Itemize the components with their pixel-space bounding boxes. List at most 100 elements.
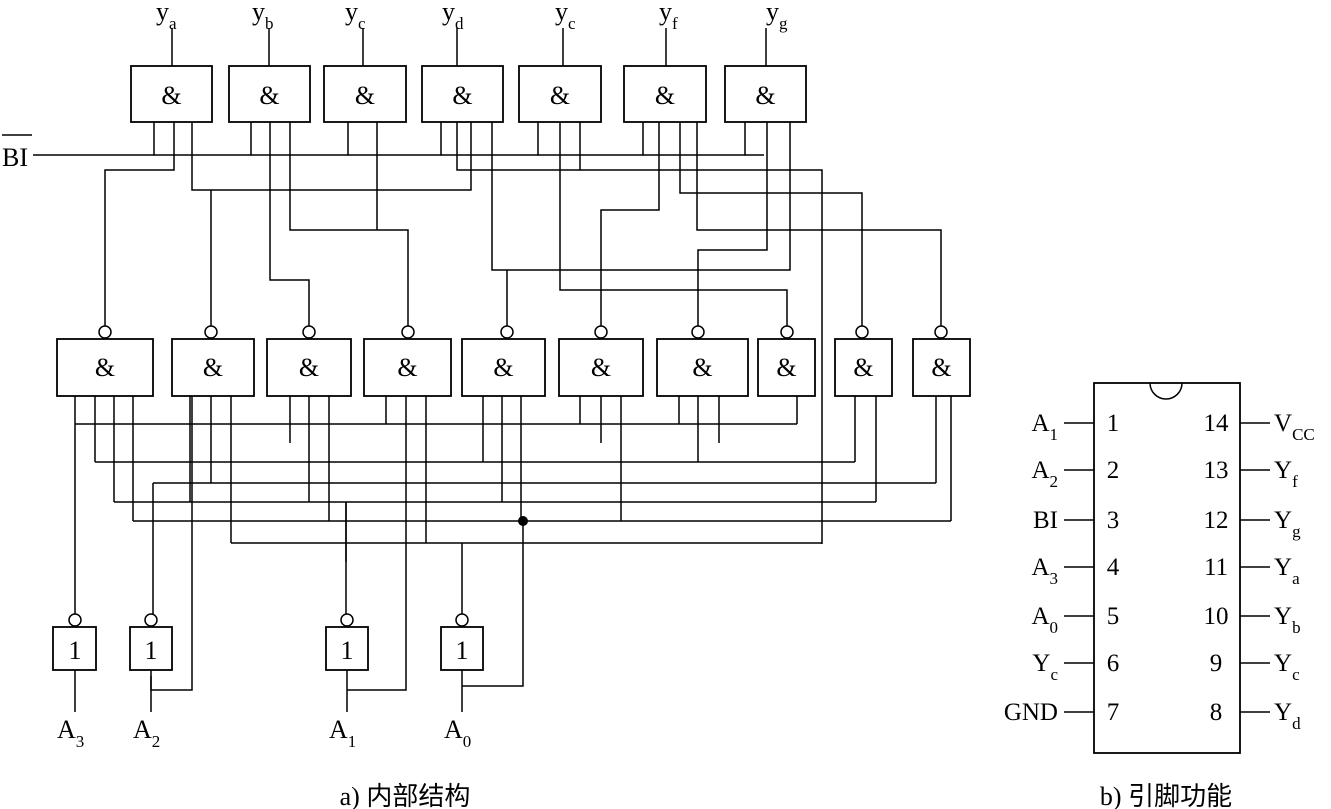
top-route-15 [697, 122, 768, 326]
output-and-gate-5 [518, 65, 602, 123]
output-label-yg: yg [766, 0, 788, 33]
and-symbol: & [397, 353, 417, 382]
output-label-yc: yc [345, 0, 366, 33]
inversion-bubble [500, 325, 514, 339]
top-route-11 [579, 122, 823, 544]
inversion-bubble [401, 325, 415, 339]
output-and-gate-7 [724, 65, 807, 123]
pin-number-8: 8 [1210, 699, 1223, 726]
input-label-A0: A0 [444, 715, 471, 751]
and-symbol: & [493, 353, 513, 382]
input-label-A2: A2 [133, 715, 160, 751]
inversion-bubble [204, 325, 218, 339]
pin-label-6: Yc [1032, 650, 1058, 684]
inverter-bubble-A3 [68, 613, 82, 627]
output-label-yd: yd [442, 0, 464, 33]
pin-number-12: 12 [1204, 507, 1229, 534]
inverter-symbol: 1 [69, 636, 82, 665]
a1-direct-feed [347, 483, 407, 691]
inversion-bubble [302, 325, 316, 339]
decoder-and-gate-4 [363, 338, 452, 397]
pin-label-13: Yf [1274, 457, 1298, 491]
and-symbol: & [355, 81, 375, 110]
and-symbol: & [655, 81, 675, 110]
output-and-gate-4 [421, 65, 504, 123]
output-label-yb: yb [252, 0, 274, 33]
top-route-1 [104, 122, 175, 326]
top-route-2 [191, 122, 472, 191]
output-label-yc: yc [555, 0, 576, 33]
and-symbol: & [203, 353, 223, 382]
inversion-bubble [934, 325, 948, 339]
inverter-bubble-A2 [144, 613, 158, 627]
inversion-bubble [691, 325, 705, 339]
pin-number-6: 6 [1107, 650, 1120, 677]
pin-label-7: GND [1004, 699, 1058, 726]
inverter-symbol: 1 [341, 636, 354, 665]
and-symbol: & [452, 81, 472, 110]
output-and-gate-6 [623, 65, 707, 123]
pin-number-11: 11 [1204, 554, 1228, 581]
and-symbol: & [755, 81, 775, 110]
inverter-symbol: 1 [145, 636, 158, 665]
pin-label-9: Yc [1274, 650, 1300, 684]
decoder-and-gate-2 [171, 338, 255, 397]
pin-number-5: 5 [1107, 603, 1120, 630]
pin-number-10: 10 [1204, 603, 1229, 630]
inverter-bubble-A0 [455, 613, 469, 627]
and-symbol: & [591, 353, 611, 382]
junction-dot [518, 516, 528, 526]
pin-number-13: 13 [1204, 457, 1229, 484]
input-label-A1: A1 [329, 715, 356, 751]
decoder-and-gate-5 [461, 338, 546, 397]
inversion-bubble [855, 325, 869, 339]
pin-label-2: A2 [1031, 457, 1058, 491]
ic-notch [1149, 382, 1183, 400]
top-route-12 [600, 122, 660, 326]
pin-label-14: VCC [1274, 410, 1315, 444]
inverter-A1 [325, 626, 369, 671]
pin-label-5: A0 [1031, 603, 1058, 637]
output-label-yf: yf [659, 0, 678, 33]
inverter-A2 [129, 626, 173, 671]
top-route-4 [269, 122, 310, 326]
output-and-gate-1 [130, 65, 213, 123]
inversion-bubble [780, 325, 794, 339]
output-and-gate-3 [323, 65, 407, 123]
inverter-bubble-A1 [340, 613, 354, 627]
inverter-A0 [440, 626, 484, 671]
inverter-symbol: 1 [456, 636, 469, 665]
decoder-and-gate-7 [656, 338, 749, 397]
decoder-and-gate-1 [56, 338, 154, 397]
top-route-10 [559, 122, 788, 326]
top-route-7 [456, 122, 580, 171]
caption-internal-structure: a) 内部结构 [340, 782, 471, 809]
inversion-bubble [594, 325, 608, 339]
and-symbol: & [259, 81, 279, 110]
and-symbol: & [550, 81, 570, 110]
output-and-gate-2 [228, 65, 311, 123]
caption-pin-function: b) 引脚功能 [1100, 782, 1232, 809]
top-route-5 [289, 122, 409, 326]
and-symbol: & [299, 353, 319, 382]
pin-number-4: 4 [1107, 554, 1120, 581]
pin-label-8: Yd [1274, 699, 1301, 733]
a2-direct-feed [150, 396, 193, 691]
top-route-13 [679, 122, 863, 326]
inversion-bubble [98, 325, 112, 339]
pin-label-1: A1 [1031, 410, 1058, 444]
and-symbol: & [161, 81, 181, 110]
and-symbol: & [776, 353, 796, 382]
pin-label-3: BI [1033, 507, 1058, 534]
ic-package [1093, 382, 1241, 754]
decoder-and-gate-8 [757, 338, 816, 397]
and-symbol: & [95, 353, 115, 382]
top-route-8 [491, 122, 791, 271]
decoder-and-gate-10 [912, 338, 971, 397]
decoder-and-gate-9 [834, 338, 893, 397]
wire-network [2, 28, 952, 712]
pin-label-12: Yg [1274, 507, 1301, 541]
decoder-and-gate-6 [558, 338, 644, 397]
